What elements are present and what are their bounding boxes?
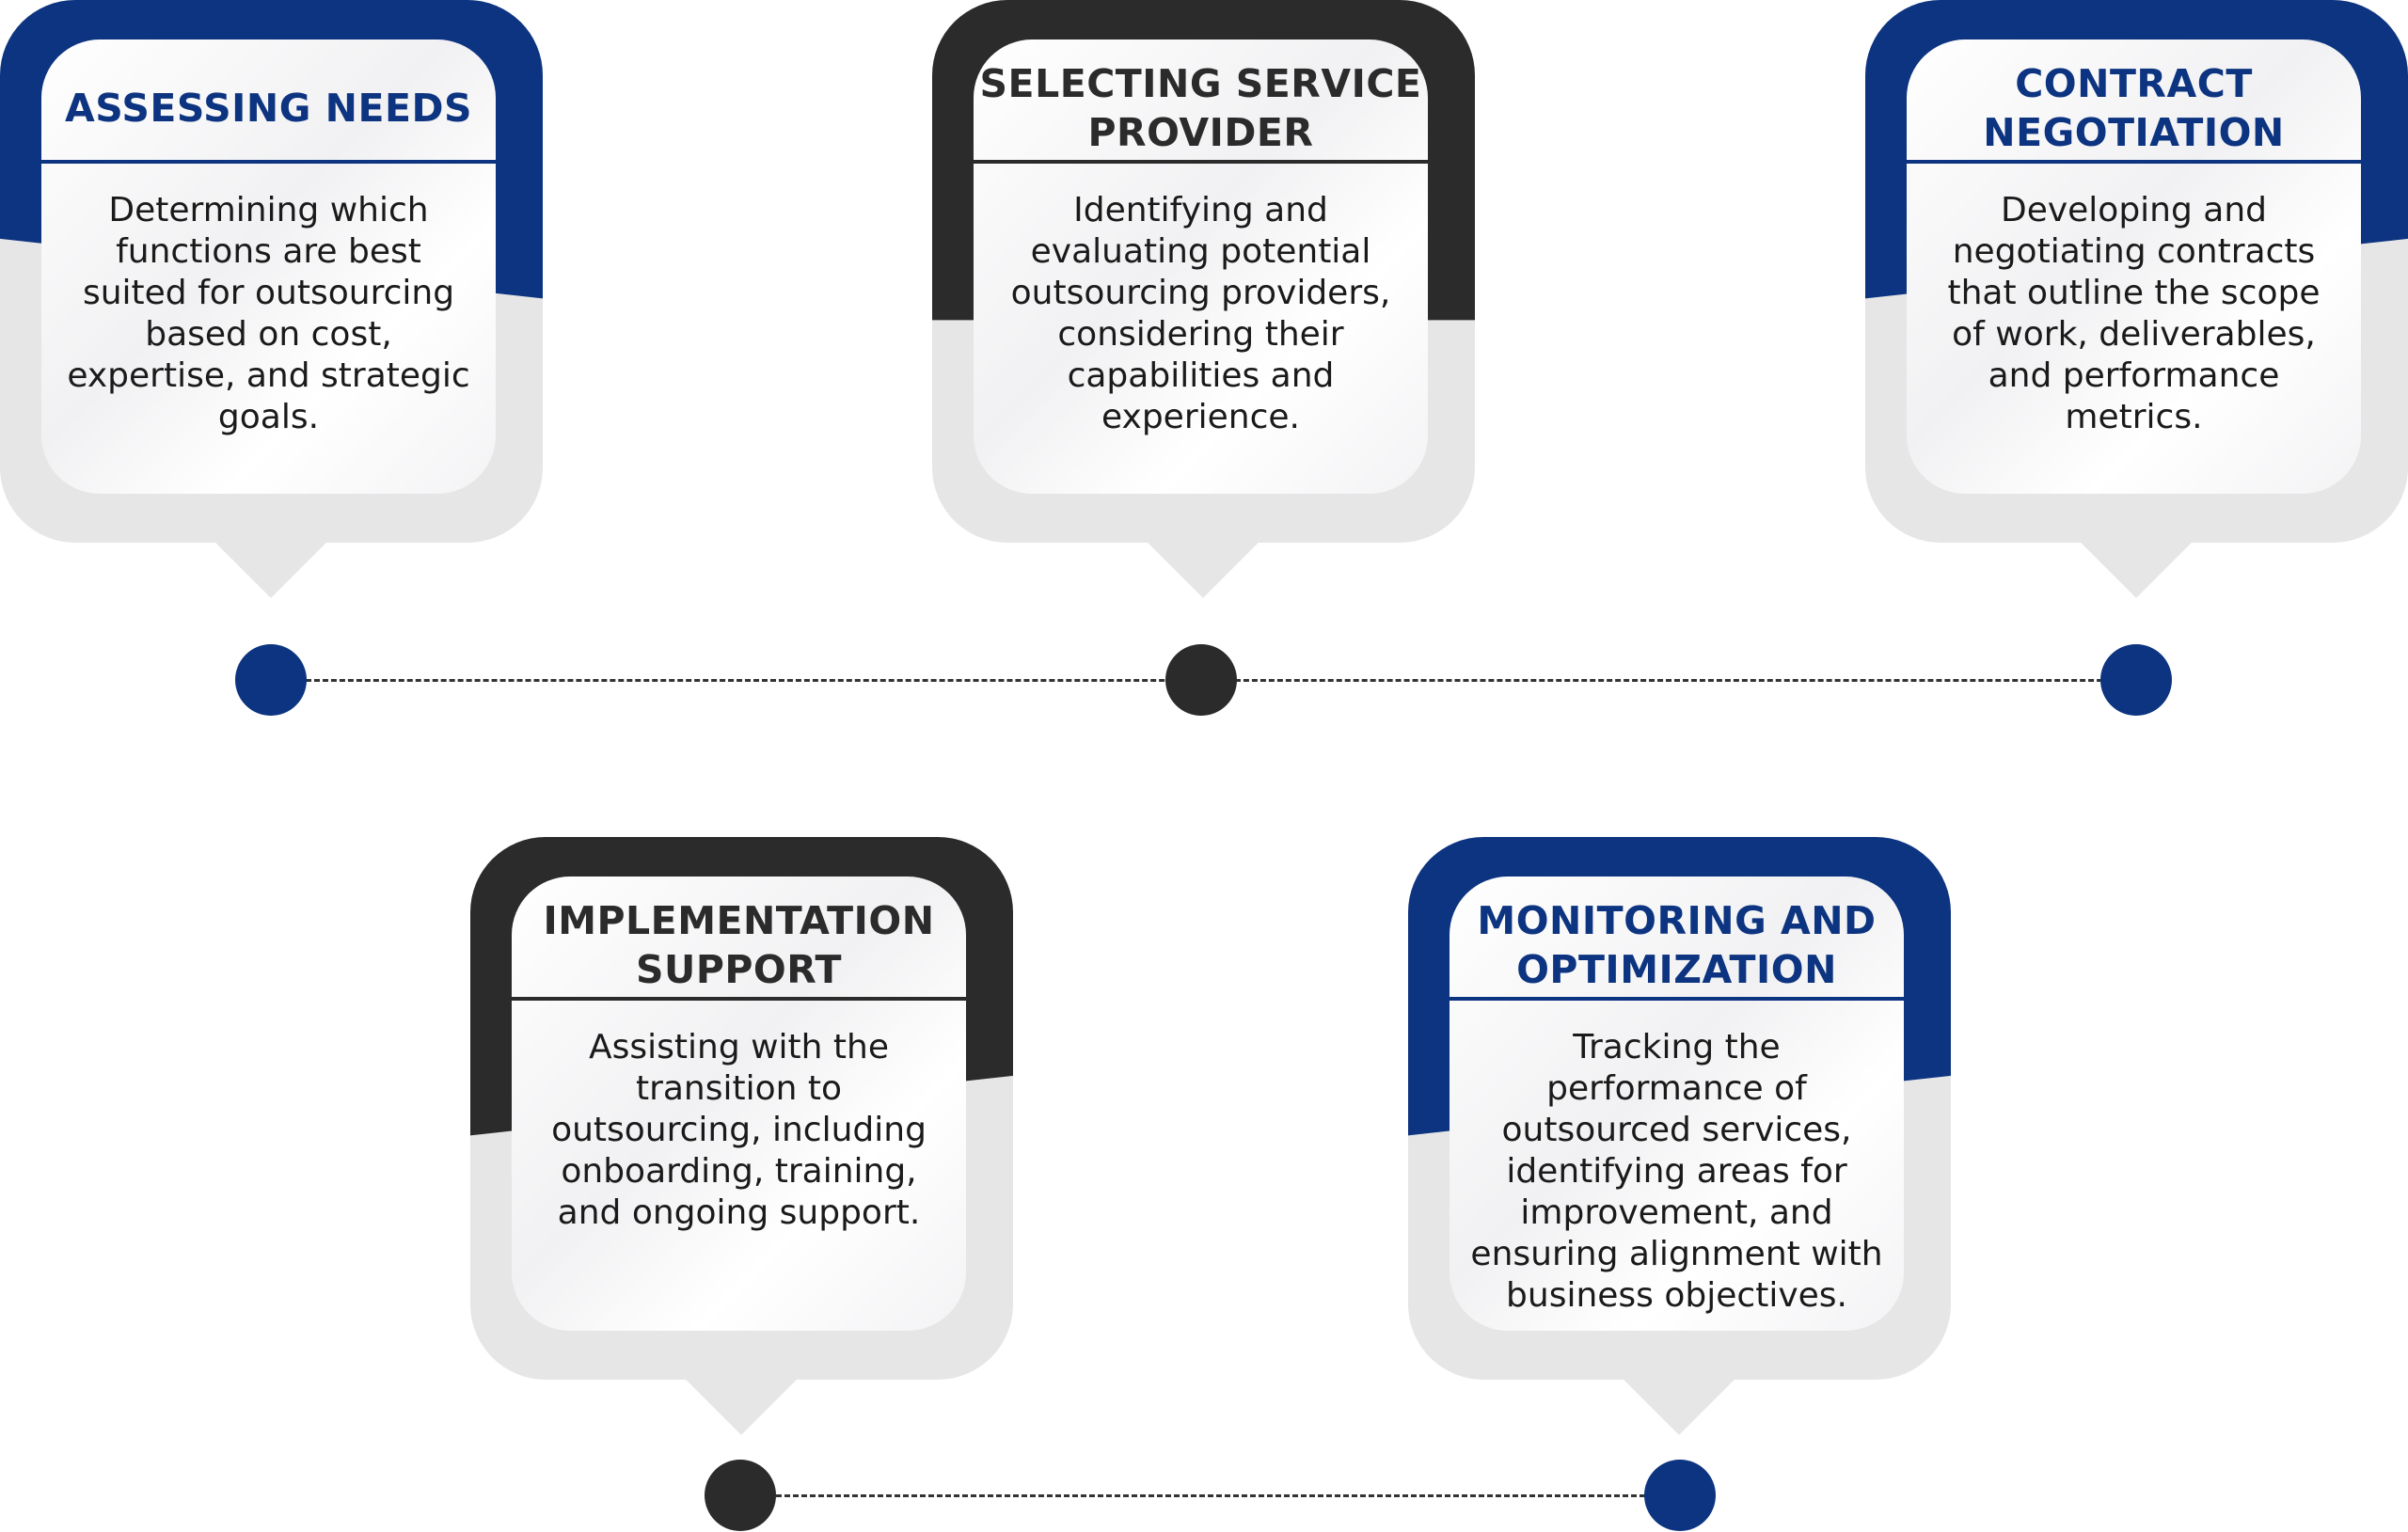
step-card-implementation-support: IMPLEMENTATION SUPPORT Assisting with the… (470, 837, 1013, 1435)
card-panel: MONITORING AND OPTIMIZATION Tracking the … (1450, 877, 1904, 1331)
step-title: ASSESSING NEEDS (64, 86, 473, 131)
step-description: Tracking the performance of outsourced s… (1470, 1028, 1883, 1315)
step-title: SELECTING SERVICE PROVIDER (979, 61, 1422, 155)
card-panel: CONTRACT NEGOTIATION Developing and negot… (1907, 39, 2361, 494)
step-description: Developing and negotiating contracts tha… (1947, 191, 2321, 436)
step-card-assessing-needs: ASSESSING NEEDS Determining which functio… (0, 0, 543, 598)
step-description: Identifying and evaluating potential out… (1010, 191, 1391, 436)
timeline-dot-2 (1165, 644, 1237, 716)
title-divider (512, 997, 966, 1001)
card-panel: IMPLEMENTATION SUPPORT Assisting with the… (512, 877, 966, 1331)
title-divider (1907, 160, 2361, 164)
timeline-row-2-connector (776, 1494, 1679, 1497)
card-panel: SELECTING SERVICE PROVIDER Identifying an… (974, 39, 1428, 494)
card-panel: ASSESSING NEEDS Determining which functio… (41, 39, 496, 494)
step-card-selecting-service-provider: SELECTING SERVICE PROVIDER Identifying an… (932, 0, 1475, 598)
title-divider (41, 160, 496, 164)
step-title: IMPLEMENTATION SUPPORT (543, 898, 935, 992)
step-title: CONTRACT NEGOTIATION (1983, 61, 2285, 155)
step-title: MONITORING AND OPTIMIZATION (1477, 898, 1877, 992)
title-divider (974, 160, 1428, 164)
step-description: Determining which functions are best sui… (67, 191, 470, 436)
timeline-dot-4 (705, 1460, 776, 1531)
timeline-dot-1 (235, 644, 307, 716)
step-card-monitoring-and-optimization: MONITORING AND OPTIMIZATION Tracking the … (1408, 837, 1951, 1435)
step-description: Assisting with the transition to outsour… (551, 1028, 927, 1232)
step-card-contract-negotiation: CONTRACT NEGOTIATION Developing and negot… (1865, 0, 2408, 598)
title-divider (1450, 997, 1904, 1001)
timeline-dot-3 (2100, 644, 2172, 716)
timeline-dot-5 (1644, 1460, 1716, 1531)
